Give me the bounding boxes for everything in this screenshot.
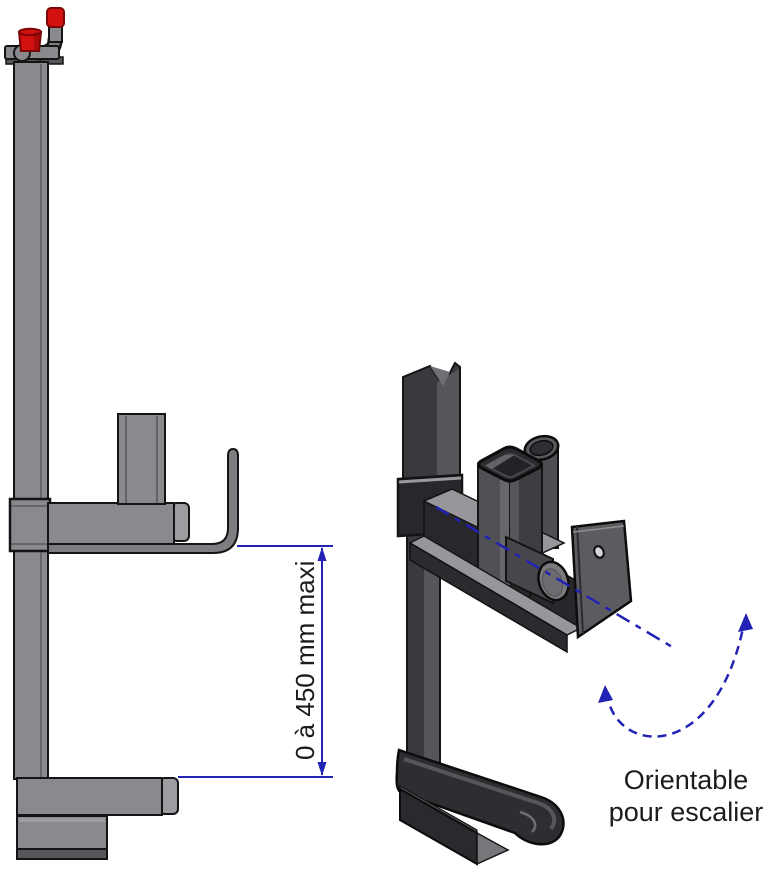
pivot-tube-end-inner xyxy=(541,568,564,597)
plate-face xyxy=(570,519,633,640)
base-lower-highlight xyxy=(19,818,105,822)
dimension-arrow-down xyxy=(317,762,327,776)
toggle-clamp xyxy=(4,7,65,65)
hook-bracket-side xyxy=(47,447,239,554)
base-top-bar xyxy=(16,777,163,816)
foot-stadium xyxy=(395,748,565,846)
plate-top-bevel xyxy=(572,525,625,533)
plate-hole xyxy=(593,545,605,559)
caption-line1: Orientable xyxy=(624,765,749,795)
socket-tube-side xyxy=(117,413,166,505)
mounting-plate xyxy=(570,519,633,640)
main-post xyxy=(13,61,49,780)
foot-stadium-inner-cap xyxy=(519,810,537,833)
iso-post-notch-highlight xyxy=(430,366,450,386)
flange-front-face xyxy=(409,541,568,654)
rotation-arrow-right xyxy=(738,613,753,632)
rotation-arc xyxy=(598,613,753,738)
arm-body xyxy=(47,502,175,546)
pivot-tube xyxy=(505,535,570,605)
socket-opening-highlight xyxy=(486,455,515,469)
isometric-view: Orientable pour escalier xyxy=(395,361,764,866)
clamp-red-knob-shade xyxy=(34,32,41,51)
caption: Orientable pour escalier xyxy=(609,765,764,827)
rotation-arc-path xyxy=(605,617,747,738)
foot-stadium-top-band xyxy=(403,757,557,831)
caption-line2: pour escalier xyxy=(609,797,764,827)
dimension-label: 0 à 450 mm maxi xyxy=(290,561,320,760)
pivot-axis-centerline xyxy=(435,505,675,650)
support-arm xyxy=(47,502,190,546)
socket-tube-body xyxy=(117,413,166,505)
plate-thickness-edge xyxy=(576,524,584,635)
round-tube-bore xyxy=(529,439,554,457)
iso-post-upper-face xyxy=(437,369,459,485)
base-bottom-strip xyxy=(16,848,108,860)
iso-post-upper xyxy=(402,361,461,487)
foot-channel-inner xyxy=(476,831,510,866)
post-body xyxy=(13,61,49,780)
dimension-arrow-up xyxy=(317,547,327,561)
iso-collar-top-bevel xyxy=(398,476,462,484)
dimension: 0 à 450 mm maxi xyxy=(178,545,333,778)
base-foot-iso xyxy=(395,748,565,866)
collar-body xyxy=(8,497,52,553)
clamp-lever-red-cap xyxy=(46,7,65,28)
base-foot-side xyxy=(16,777,179,860)
clamp-red-knob-top xyxy=(18,27,42,37)
rotation-arrow-left xyxy=(598,685,613,703)
side-view: 0 à 450 mm maxi xyxy=(4,7,333,860)
sliding-collar xyxy=(8,497,52,553)
